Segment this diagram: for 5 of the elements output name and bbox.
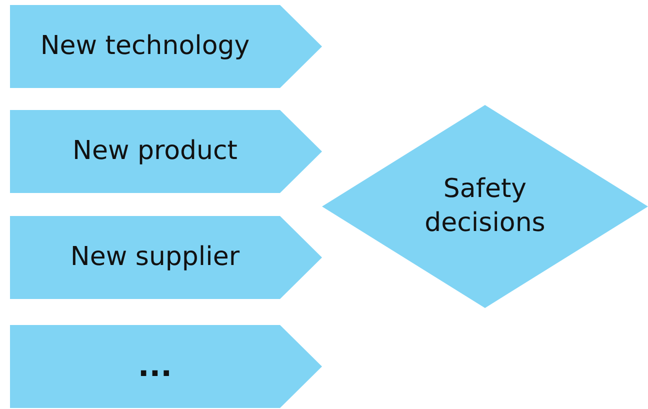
node-label: New technology xyxy=(40,30,250,63)
node-label: Safety decisions xyxy=(424,172,546,240)
node-label: New supplier xyxy=(70,240,240,274)
node-label: ... xyxy=(138,348,172,386)
node-label: New product xyxy=(72,134,238,168)
